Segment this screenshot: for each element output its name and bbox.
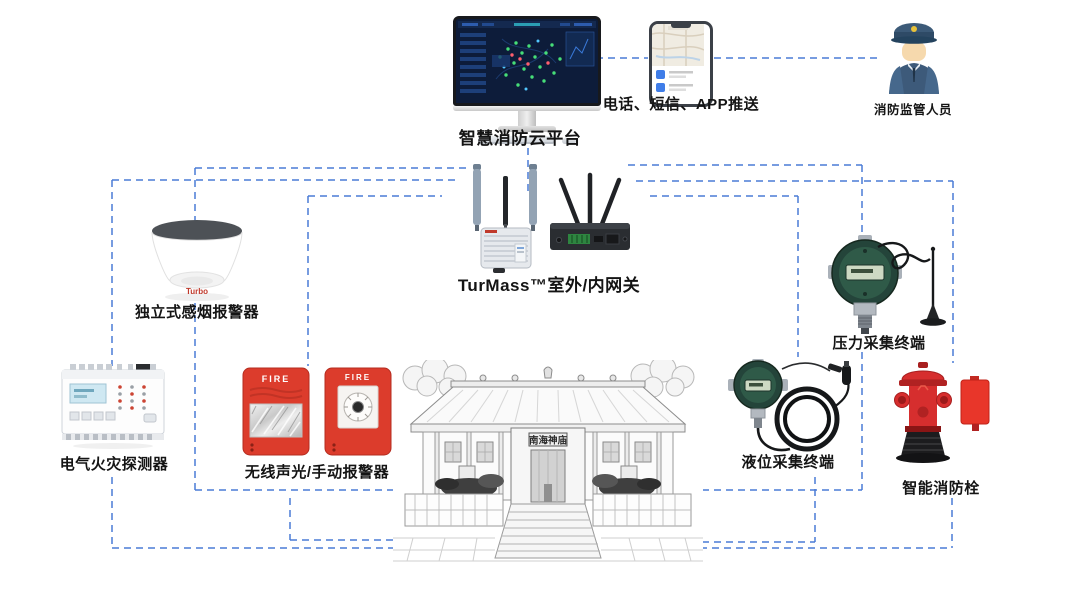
phone-screen [652,24,704,92]
cloud-platform-label: 智慧消防云平台 [458,129,582,148]
manual-alarm-icon: FIRE [324,367,392,456]
smoke-detector-icon: Turbo [137,217,257,303]
pressure-terminal-label: 压力采集终端 [832,335,926,352]
monitor-stand [518,111,536,126]
supervisor-figure [884,18,944,94]
temple-illustration: 南海神庙 [393,360,703,566]
wire-electrical [111,179,952,549]
alarm-devices: FIRE FIRE [242,366,392,458]
officer-icon [889,23,939,94]
monitor-chin [453,106,601,111]
pressure-terminal-icon [820,233,958,335]
liquid-level-terminal-icon [722,357,860,463]
fire-text: FIRE [262,374,291,384]
monitor-icon [453,16,601,106]
liquid-level-terminal-label: 液位采集终端 [741,454,835,471]
dashboard-screen [456,19,598,103]
smoke-brand-text: Turbo [186,287,208,296]
indoor-router-icon [538,170,642,258]
phone-icon [649,21,713,107]
mouse-icon [562,138,576,144]
keyboard-icon [478,136,554,144]
electrical-detector-icon [56,364,172,450]
hydrant-label: 智能消防栓 [902,480,980,497]
wire-hydrant [636,180,954,548]
outdoor-gateway-icon [463,164,549,274]
phone-notch [671,24,691,28]
sound-light-alarm-icon: FIRE [242,367,310,456]
fire-text: FIRE [345,373,371,382]
temple-sign: 南海神庙 [529,435,568,447]
smoke-detector-label: 独立式感烟报警器 [134,304,260,321]
fire-hydrant-icon [888,360,994,468]
alarm-label: 无线声光/手动报警器 [244,464,390,481]
electrical-detector-label: 电气火灾探测器 [59,456,169,473]
push-channels-label: 电话、短信、APP推送 [602,96,760,113]
wire-liquid [650,195,816,543]
gateway-label: TurMass™室外/内网关 [457,276,641,295]
wire-alarm [289,195,442,541]
wire-smoke [194,167,468,491]
cloud-platform-monitor [452,16,602,144]
monitor-base [498,126,556,132]
supervisor-label: 消防监管人员 [873,103,953,117]
